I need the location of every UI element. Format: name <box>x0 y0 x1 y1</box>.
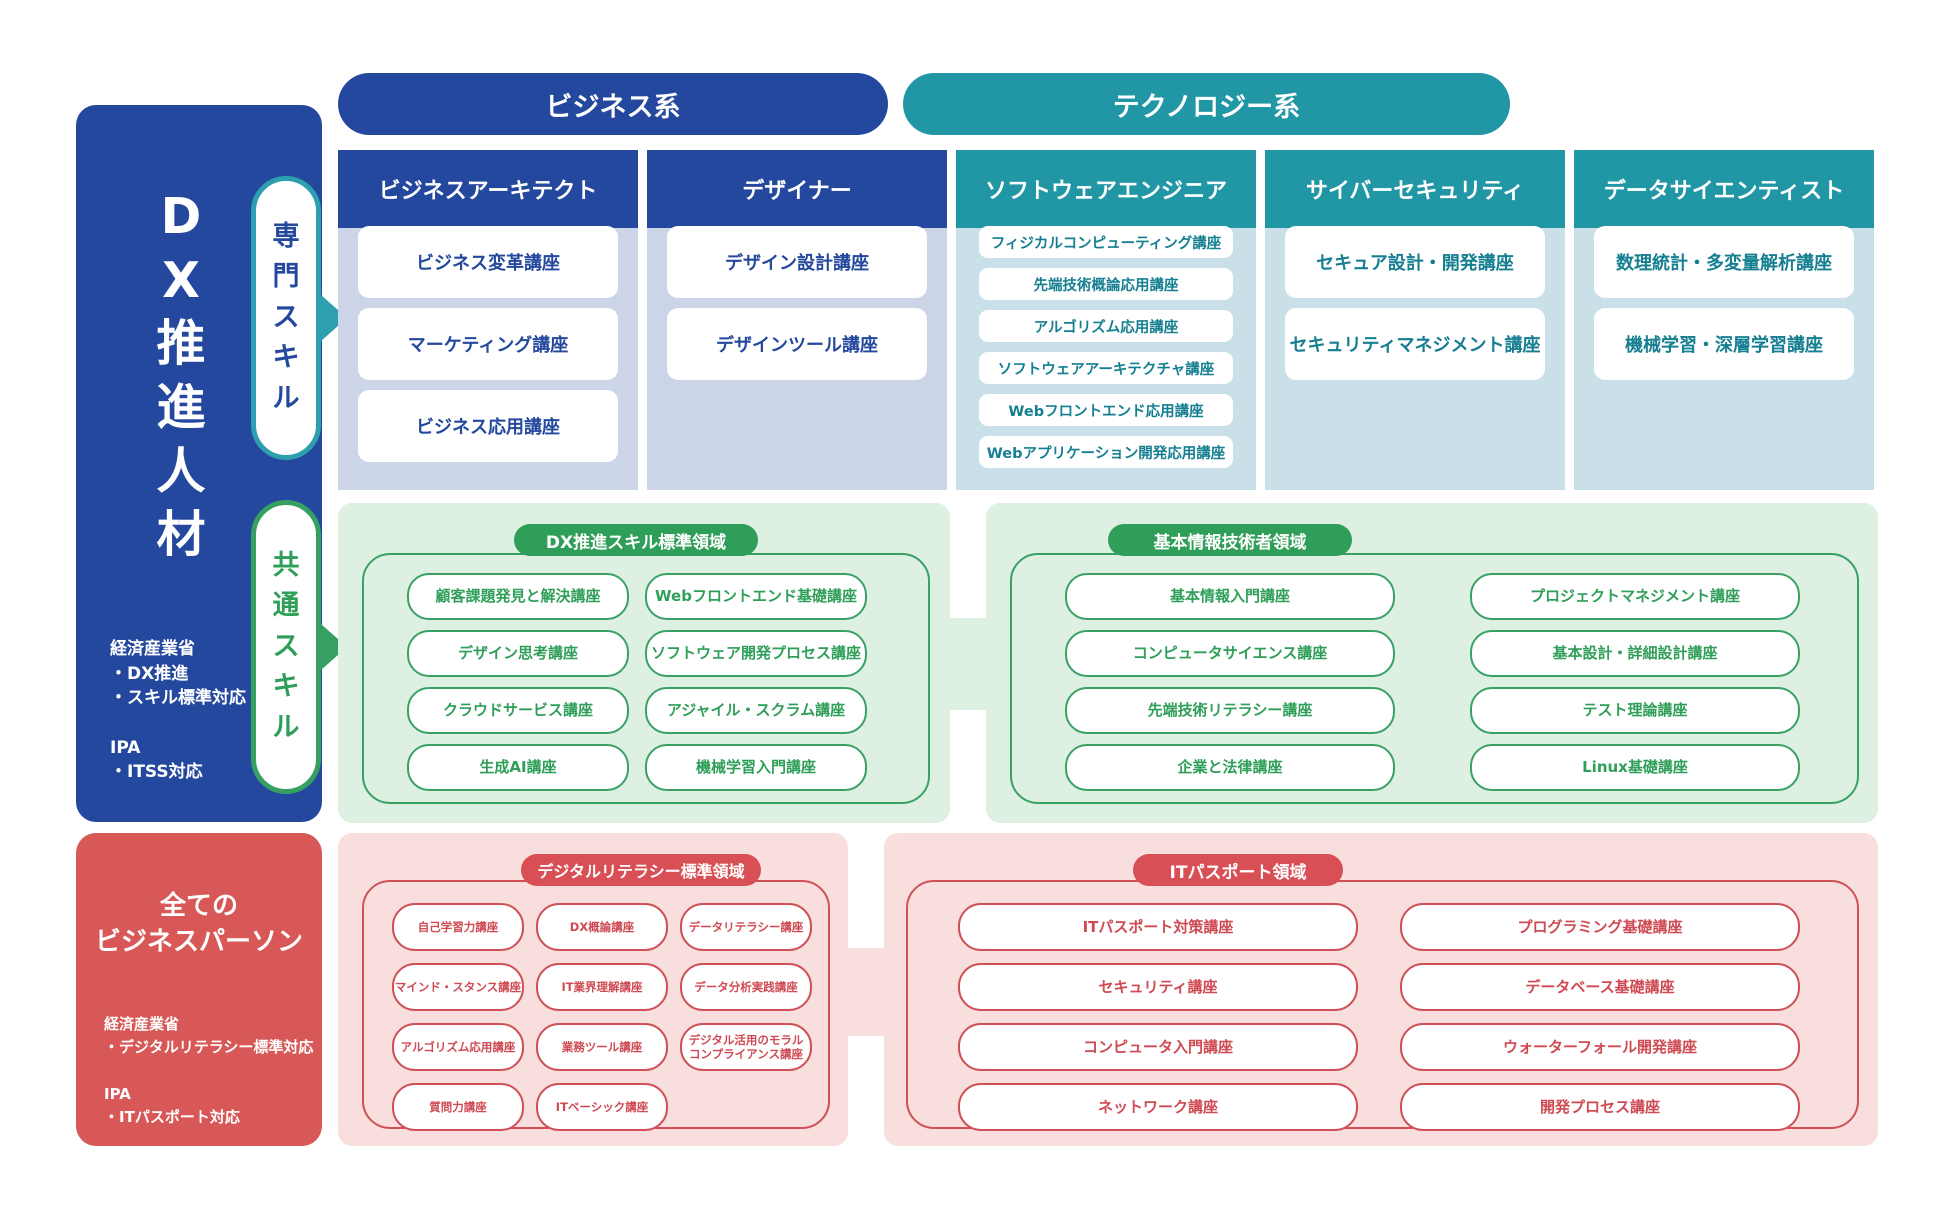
all-business-persons-panel: 全ての ビジネスパーソン 経済産業省 ・デジタルリテラシー標準対応 IPA ・I… <box>76 833 322 1146</box>
course-card: 先端技術概論応用講座 <box>979 268 1233 300</box>
course-pill: 生成AI講座 <box>407 744 629 791</box>
column-software-engineer: ソフトウェアエンジニア フィジカルコンピューティング講座先端技術概論応用講座アル… <box>956 150 1256 490</box>
column-title: サイバーセキュリティ <box>1265 150 1565 228</box>
course-card-list: 数理統計・多変量解析講座機械学習・深層学習講座 <box>1594 226 1854 380</box>
course-pill: 企業と法律講座 <box>1065 744 1395 791</box>
course-pill: デザイン思考講座 <box>407 630 629 677</box>
dx-skill-standard-area-label: DX推進スキル標準領域 <box>514 524 758 556</box>
course-pill: デジタル活用のモラル コンプライアンス講座 <box>680 1023 812 1071</box>
column-data-scientist: データサイエンティスト 数理統計・多変量解析講座機械学習・深層学習講座 <box>1574 150 1874 490</box>
it-passport-area-label: ITパスポート領域 <box>1133 854 1343 886</box>
common-skill-label: 共 通 ス キ ル <box>272 549 300 743</box>
course-pill: ITベーシック講座 <box>536 1083 668 1131</box>
it-passport-area-box <box>906 880 1859 1129</box>
course-pill: セキュリティ講座 <box>958 963 1358 1011</box>
dx-skill-standard-course-list: 顧客課題発見と解決講座 Webフロントエンド基礎講座デザイン思考講座ソフトウェア開… <box>407 573 867 791</box>
course-pill: ネットワーク講座 <box>958 1083 1358 1131</box>
course-card-list: デザイン設計講座デザインツール講座 <box>667 226 927 380</box>
technology-category-pill: テクノロジー系 <box>903 73 1510 135</box>
course-card: デザインツール講座 <box>667 308 927 380</box>
course-pill: 先端技術リテラシー講座 <box>1065 687 1395 734</box>
dx-talent-certifications: 経済産業省 ・DX推進 ・スキル標準対応 IPA ・ITSS対応 <box>110 639 246 783</box>
fe-exam-area-box <box>1010 553 1859 804</box>
specialized-skill-label: 専 門 ス キ ル <box>272 220 300 414</box>
course-pill: IT業界理解講座 <box>536 963 668 1011</box>
course-pill: 自己学習力講座 <box>392 903 524 951</box>
column-title: データサイエンティスト <box>1574 150 1874 228</box>
course-pill: ITパスポート対策講座 <box>958 903 1358 951</box>
course-pill: プロジェクトマネジメント講座 <box>1470 573 1800 620</box>
it-passport-course-list: ITパスポート対策講座プログラミング基礎講座セキュリティ講座データベース基礎講座… <box>958 903 1800 1131</box>
column-title: デザイナー <box>647 150 947 228</box>
all-business-persons-certifications: 経済産業省 ・デジタルリテラシー標準対応 IPA ・ITパスポート対応 <box>104 1015 314 1126</box>
course-pill: アルゴリズム応用講座 <box>392 1023 524 1071</box>
common-skill-pill: 共 通 ス キ ル <box>251 500 347 794</box>
course-card: Webアプリケーション開発応用講座 <box>979 436 1233 468</box>
course-pill: DX概論講座 <box>536 903 668 951</box>
course-card: 数理統計・多変量解析講座 <box>1594 226 1854 298</box>
course-pill: 基本情報入門講座 <box>1065 573 1395 620</box>
red-band-connector <box>836 948 896 1036</box>
course-card: セキュア設計・開発講座 <box>1285 226 1545 298</box>
course-pill: 質問力講座 <box>392 1083 524 1131</box>
course-pill: 機械学習入門講座 <box>645 744 867 791</box>
course-card: Webフロントエンド応用講座 <box>979 394 1233 426</box>
course-card: ビジネス変革講座 <box>358 226 618 298</box>
dx-talent-title: D X 推 進 人 材 <box>156 188 206 564</box>
course-pill: 基本設計・詳細設計講座 <box>1470 630 1800 677</box>
course-card: マーケティング講座 <box>358 308 618 380</box>
course-pill: 業務ツール講座 <box>536 1023 668 1071</box>
column-title: ビジネスアーキテクト <box>338 150 638 228</box>
fe-exam-area-label: 基本情報技術者領域 <box>1108 524 1352 556</box>
course-pill: Webフロントエンド基礎講座 <box>645 573 867 620</box>
course-pill: クラウドサービス講座 <box>407 687 629 734</box>
column-designer: デザイナー デザイン設計講座デザインツール講座 <box>647 150 947 490</box>
column-cybersecurity: サイバーセキュリティ セキュア設計・開発講座セキュリティマネジメント講座 <box>1265 150 1565 490</box>
course-card: 機械学習・深層学習講座 <box>1594 308 1854 380</box>
course-pill: アジャイル・スクラム講座 <box>645 687 867 734</box>
business-category-pill: ビジネス系 <box>338 73 888 135</box>
course-card: セキュリティマネジメント講座 <box>1285 308 1545 380</box>
green-band-connector <box>938 618 998 710</box>
specialized-skill-pill: 専 門 ス キ ル <box>251 176 347 460</box>
course-pill: ウォーターフォール開発講座 <box>1400 1023 1800 1071</box>
course-pill: マインド・スタンス講座 <box>392 963 524 1011</box>
course-pill: データリテラシー講座 <box>680 903 812 951</box>
fe-exam-course-list: 基本情報入門講座 プロジェクトマネジメント講座コンピュータサイエンス講座 基本設計・… <box>1065 573 1800 791</box>
course-pill: テスト理論講座 <box>1470 687 1800 734</box>
course-pill: ソフトウェア開発プロセス講座 <box>645 630 867 677</box>
course-pill: Linux基礎講座 <box>1470 744 1800 791</box>
course-pill: データベース基礎講座 <box>1400 963 1800 1011</box>
course-pill: データ分析実践講座 <box>680 963 812 1011</box>
digital-literacy-area-label: デジタルリテラシー標準領域 <box>521 854 761 886</box>
course-card: ビジネス応用講座 <box>358 390 618 462</box>
course-card: フィジカルコンピューティング講座 <box>979 226 1233 258</box>
course-card-list: フィジカルコンピューティング講座先端技術概論応用講座アルゴリズム応用講座ソフトウ… <box>979 226 1233 468</box>
course-pill: 顧客課題発見と解決講座 <box>407 573 629 620</box>
course-card: ソフトウェアアーキテクチャ講座 <box>979 352 1233 384</box>
course-card: アルゴリズム応用講座 <box>979 310 1233 342</box>
column-title: ソフトウェアエンジニア <box>956 150 1256 228</box>
course-pill: コンピュータ入門講座 <box>958 1023 1358 1071</box>
course-pill: 開発プロセス講座 <box>1400 1083 1800 1131</box>
course-pill: プログラミング基礎講座 <box>1400 903 1800 951</box>
course-pill: コンピュータサイエンス講座 <box>1065 630 1395 677</box>
course-card: デザイン設計講座 <box>667 226 927 298</box>
course-card-list: セキュア設計・開発講座セキュリティマネジメント講座 <box>1285 226 1545 380</box>
course-card-list: ビジネス変革講座マーケティング講座ビジネス応用講座 <box>358 226 618 462</box>
column-business-architect: ビジネスアーキテクト ビジネス変革講座マーケティング講座ビジネス応用講座 <box>338 150 638 490</box>
all-business-persons-title: 全ての ビジネスパーソン <box>94 891 303 958</box>
